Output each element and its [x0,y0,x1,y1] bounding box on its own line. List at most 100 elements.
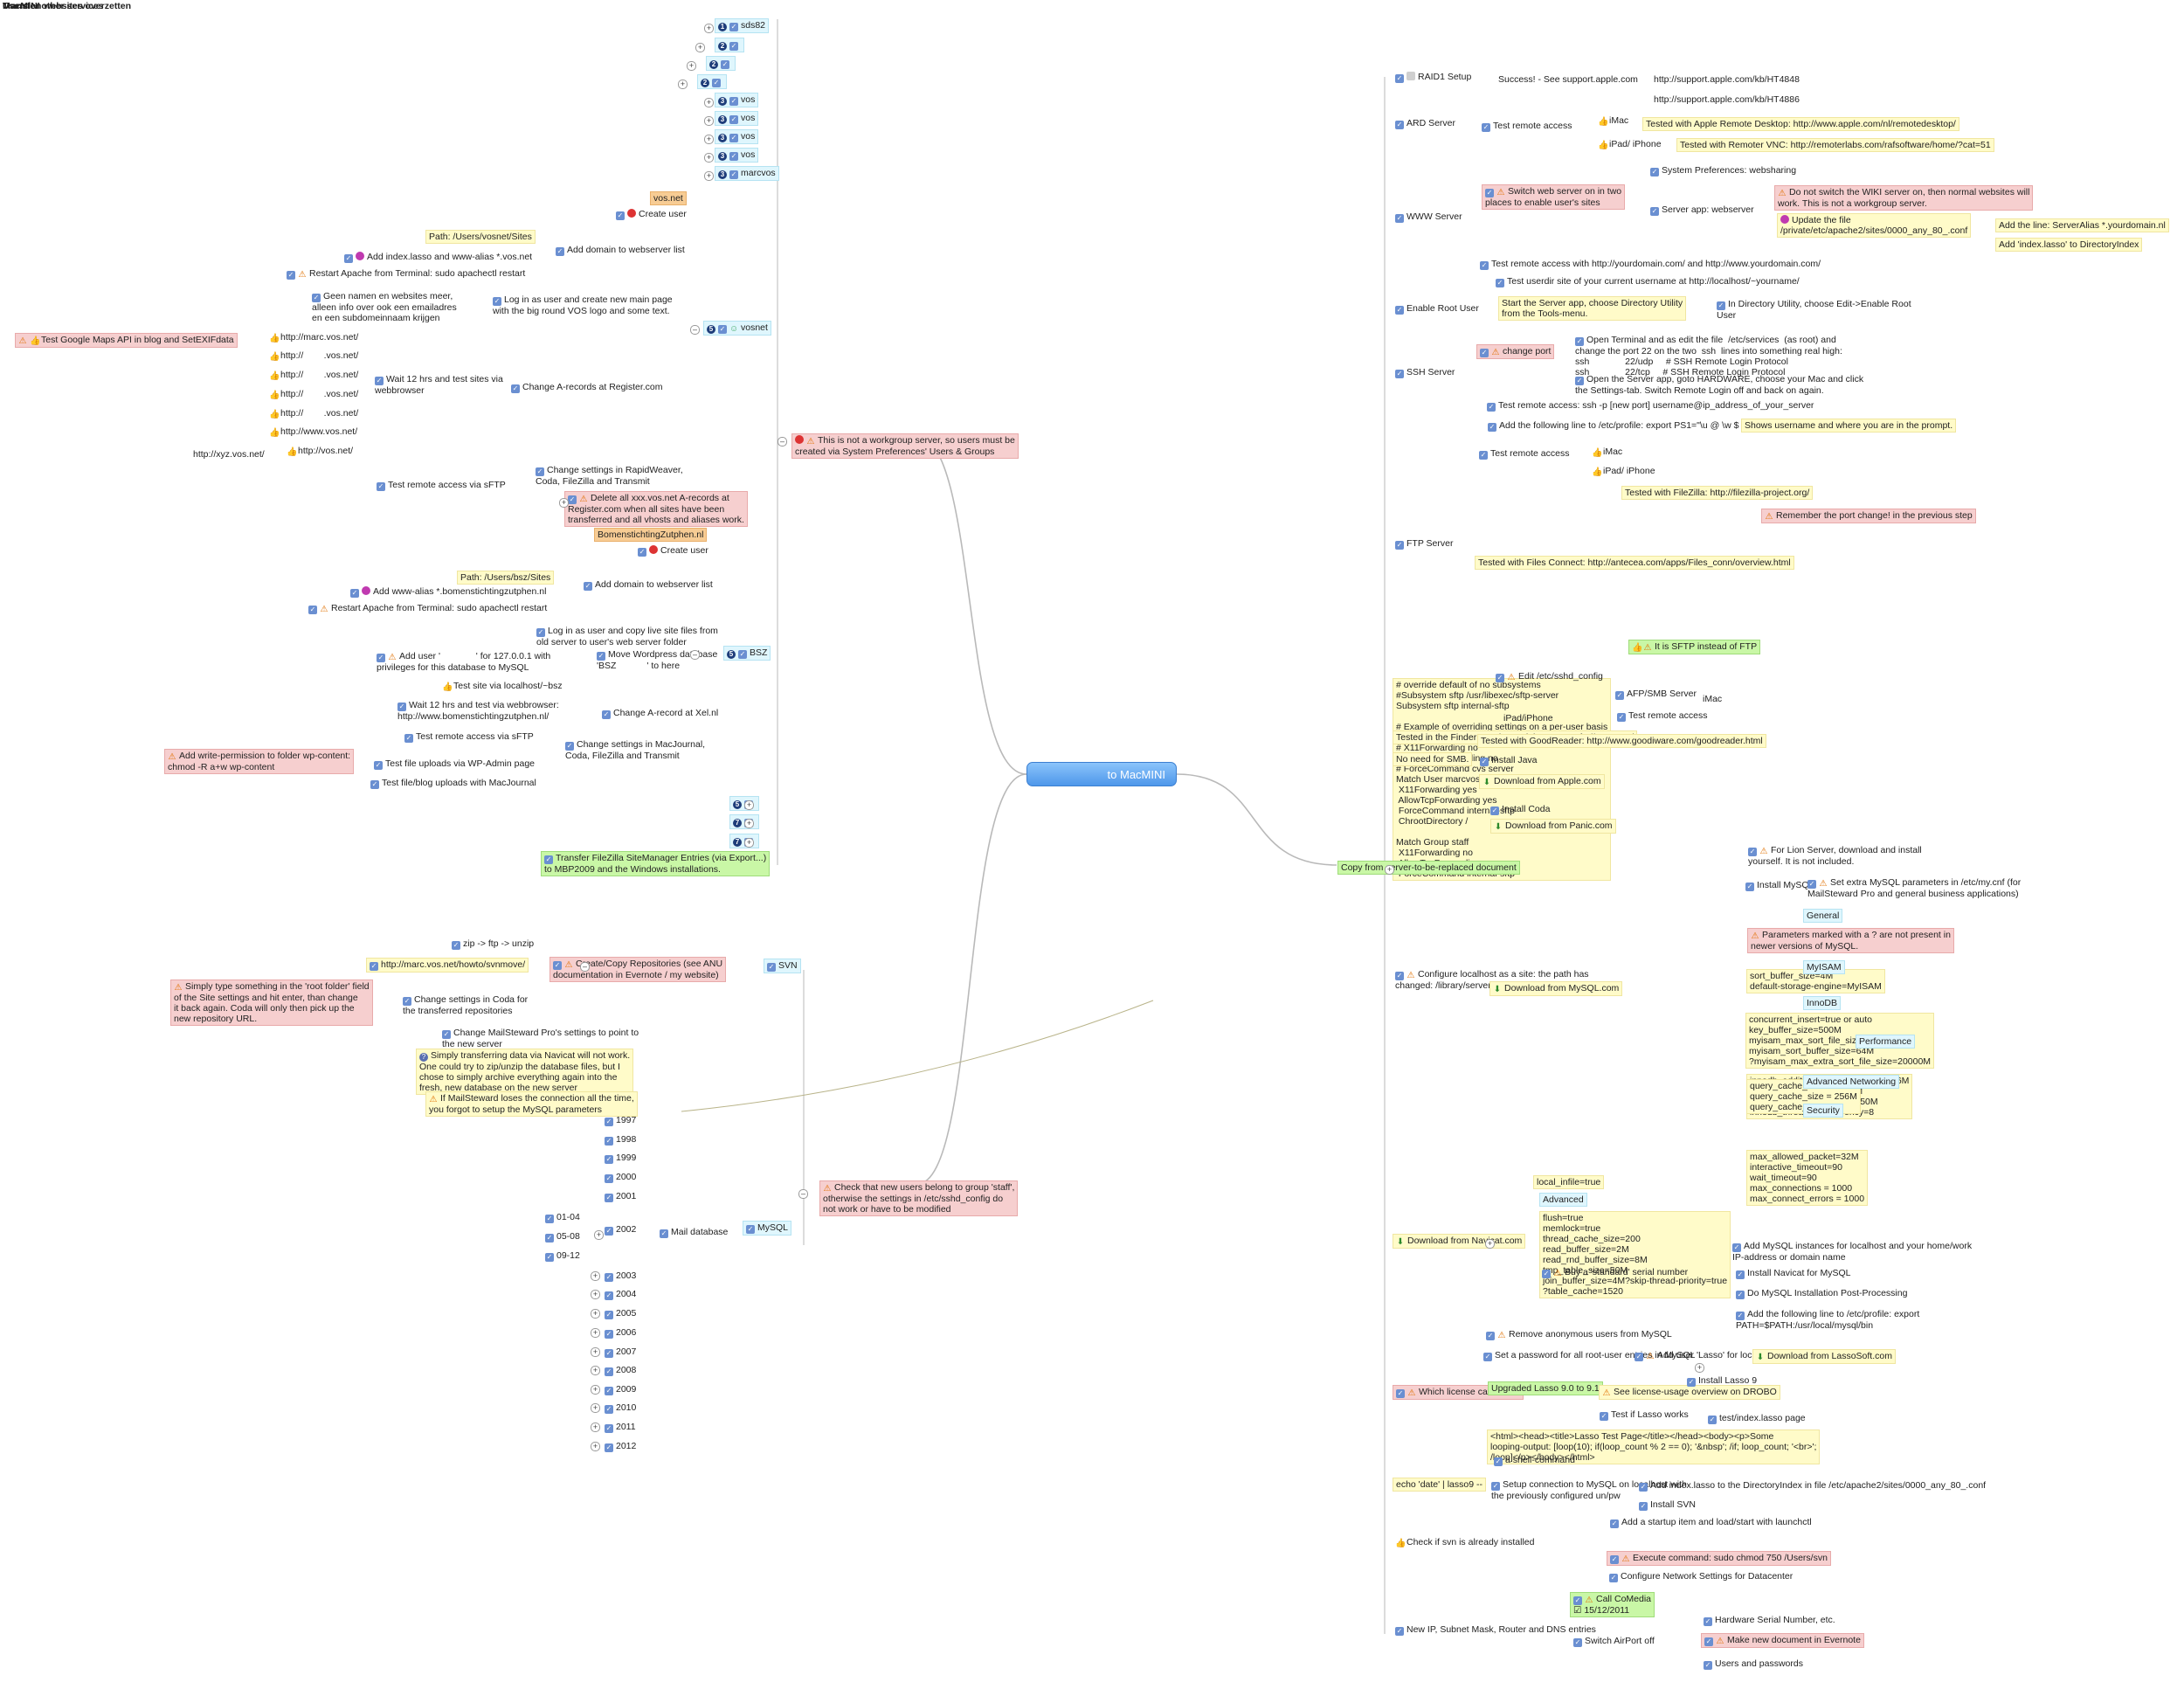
checkbox-icon[interactable] [1395,541,1404,550]
checkbox-icon[interactable] [729,152,738,161]
topic-node[interactable]: Mail database [657,1226,730,1239]
expand-toggle[interactable] [678,80,688,89]
checkbox-icon[interactable] [605,1118,613,1126]
topic-node[interactable]: It is SFTP instead of FTP [1628,640,1761,654]
checkbox-icon[interactable] [1575,377,1584,385]
topic-node[interactable]: Switch web server on in two places to en… [1482,184,1626,210]
topic-node[interactable]: Test remote access [1614,710,1710,723]
checkbox-icon[interactable] [712,79,721,87]
topic-node[interactable]: http:// .vos.net/ [266,369,361,382]
expand-toggle[interactable] [591,1403,600,1413]
expand-toggle[interactable] [744,800,754,810]
topic-node[interactable]: iMac [1595,114,1631,128]
checkbox-icon[interactable] [1395,370,1404,378]
topic-node[interactable]: Add a startup item and load/start with l… [1607,1516,1814,1529]
topic-node[interactable]: 2001 [602,1190,639,1203]
topic-node[interactable]: BomenstichtingZutphen.nl [594,528,708,542]
checkbox-icon[interactable] [718,325,727,334]
expand-toggle[interactable] [559,498,569,508]
checkbox-icon[interactable] [403,997,411,1006]
checkbox-icon[interactable] [605,1330,613,1339]
checkbox-icon[interactable] [1395,306,1404,315]
topic-node[interactable]: Test remote access [1476,447,1572,460]
topic-node[interactable]: Users en websites overzetten [0,0,134,12]
checkbox-icon[interactable] [556,247,564,256]
topic-node[interactable]: flush=true memlock=true thread_cache_siz… [1539,1211,1731,1298]
topic-node[interactable]: 2010 [602,1402,639,1415]
topic-node[interactable]: Create user [613,208,689,221]
expand-toggle[interactable] [704,116,714,126]
checkbox-icon[interactable] [1575,337,1584,346]
topic-node[interactable]: 2009 [602,1383,639,1396]
checkbox-icon[interactable] [1639,1502,1648,1511]
checkbox-icon[interactable] [1480,349,1489,357]
checkbox-icon[interactable] [1708,1416,1717,1424]
expand-toggle[interactable] [1385,865,1394,875]
topic-node[interactable]: If MailSteward loses the connection all … [425,1091,638,1117]
expand-toggle[interactable] [704,98,714,107]
checkbox-icon[interactable] [1610,1519,1619,1528]
topic-node[interactable]: Install Lasso 9 [1684,1374,1759,1388]
checkbox-icon[interactable] [1807,880,1816,889]
topic-node[interactable]: 3vos [715,148,759,163]
checkbox-icon[interactable] [584,582,592,591]
topic-node[interactable]: Simply type something in the 'root folde… [170,980,373,1026]
topic-node[interactable]: Install Navicat for MySQL [1733,1267,1853,1280]
checkbox-icon[interactable] [1745,883,1754,891]
checkbox-icon[interactable] [1542,1270,1551,1278]
collapse-toggle[interactable] [690,325,700,335]
topic-node[interactable]: Add domain to webserver list [553,244,688,257]
topic-node[interactable]: Move Wordpress database 'BSZ ' to here [594,648,720,672]
topic-node[interactable]: Download from Apple.com [1479,774,1605,789]
topic-node[interactable]: AFP/SMB Server [1613,688,1699,701]
checkbox-icon[interactable] [1573,1638,1582,1647]
topic-node[interactable]: Enable Root User [1393,302,1482,315]
checkbox-icon[interactable] [605,1424,613,1433]
topic-node[interactable]: 2011 [602,1421,639,1434]
topic-node[interactable]: Parameters marked with a ? are not prese… [1747,928,1954,953]
expand-toggle[interactable] [704,24,714,33]
checkbox-icon[interactable] [1494,1457,1503,1466]
checkbox-icon[interactable] [397,703,406,711]
topic-node[interactable]: Install Java [1477,754,1540,767]
topic-node[interactable]: Add the line: ServerAlias *.yourdomain.n… [1995,218,2169,232]
expand-toggle[interactable] [704,135,714,144]
checkbox-icon[interactable] [605,1291,613,1300]
topic-node[interactable]: Test Google Maps API in blog and SetEXIF… [15,333,238,348]
topic-node[interactable]: Do MySQL Installation Post-Processing [1733,1287,1910,1300]
topic-node[interactable]: 2 [715,38,744,52]
topic-node[interactable]: Transfer other services [0,0,107,12]
topic-node[interactable]: Security [1803,1104,1843,1118]
topic-node[interactable]: MySQL [743,1221,792,1236]
checkbox-icon[interactable] [442,1030,451,1039]
checkbox-icon[interactable] [1395,1627,1404,1636]
checkbox-icon[interactable] [605,1194,613,1202]
checkbox-icon[interactable] [605,1443,613,1452]
topic-node[interactable]: Call CoMedia ☑ 15/12/2011 [1570,1592,1655,1617]
topic-node[interactable]: Test remote access with http://yourdomai… [1477,258,1823,271]
topic-node[interactable]: Log in as user and copy live site files … [534,625,721,648]
topic-node[interactable]: FTP Server [1393,537,1455,550]
checkbox-icon[interactable] [350,589,359,598]
topic-node[interactable]: Test file/blog uploads with MacJournal [368,777,539,790]
checkbox-icon[interactable] [375,377,384,385]
checkbox-icon[interactable] [312,294,321,302]
checkbox-icon[interactable] [544,855,553,864]
checkbox-icon[interactable] [1395,74,1404,83]
topic-node[interactable]: Create user [635,544,711,557]
topic-node[interactable]: Edit /etc/sshd_config [1493,670,1606,683]
topic-node[interactable]: Path: /Users/vosnet/Sites [425,230,536,244]
topic-node[interactable]: Open the Server app, goto HARDWARE, choo… [1572,373,1866,397]
topic-node[interactable]: Tested with Remoter VNC: http://remoterl… [1676,138,1994,152]
checkbox-icon[interactable] [597,652,605,661]
checkbox-icon[interactable] [660,1229,668,1238]
checkbox-icon[interactable] [1704,1617,1712,1626]
topic-node[interactable]: Tested with Files Connect: http://antece… [1475,556,1794,570]
topic-node[interactable]: Do not switch the WIKI server on, then n… [1774,185,2034,211]
topic-node[interactable]: Copy from server-to-be-replaced document [1337,861,1520,875]
checkbox-icon[interactable] [605,1367,613,1376]
topic-node[interactable]: local_infile=true [1533,1175,1605,1189]
topic-node[interactable]: This is not a workgroup server, so users… [791,433,1019,459]
checkbox-icon[interactable] [605,1405,613,1414]
topic-node[interactable]: Add index.lasso and www-alias *.vos.net [342,251,535,264]
